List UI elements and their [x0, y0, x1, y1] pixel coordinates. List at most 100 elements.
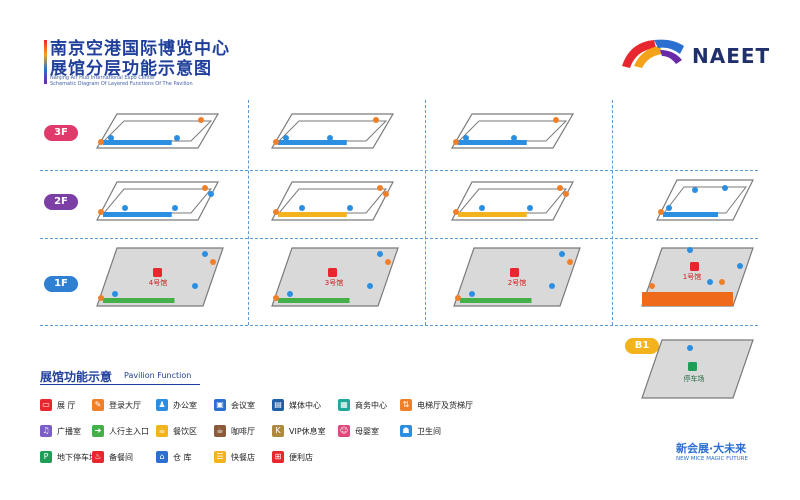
- legend-item-label: 办公室: [173, 400, 197, 410]
- hall-2-floor-3f: [450, 113, 575, 149]
- legend-item-label: VIP休息室: [289, 426, 326, 436]
- facility-marker-icon: [377, 185, 383, 191]
- pantry-icon: ♨: [92, 451, 104, 463]
- facility-marker-icon: [557, 185, 563, 191]
- hall-2-floor-2f: [451, 181, 574, 221]
- legend-item-label: 广播室: [57, 426, 81, 436]
- media-center-icon: ▤: [272, 399, 284, 411]
- page-subtitle-cn: 展馆分层功能示意图: [50, 59, 212, 79]
- facility-marker-icon: [649, 283, 655, 289]
- broadcast-room-icon: ♫: [40, 425, 52, 437]
- facility-marker-icon: [527, 205, 533, 211]
- facility-marker-icon: [377, 251, 383, 257]
- page-subtitle-en-2: Schematic Diagram Of Layered Functions O…: [50, 81, 193, 87]
- title-accent-bar: [44, 40, 47, 84]
- exhibition-hall-icon: [153, 268, 162, 277]
- legend-item: ▤ 媒体中心: [272, 398, 321, 412]
- facility-marker-icon: [453, 139, 459, 145]
- legend-underline: [40, 384, 200, 385]
- restroom-icon: ☗: [400, 425, 412, 437]
- nursing-room-icon: ☺: [338, 425, 350, 437]
- facility-marker-icon: [692, 187, 698, 193]
- facility-marker-icon: [666, 205, 672, 211]
- logo-text: NAEET: [692, 44, 771, 68]
- meeting-room-icon: ▣: [214, 399, 226, 411]
- facility-marker-icon: [563, 191, 569, 197]
- facility-marker-icon: [208, 191, 214, 197]
- warehouse-icon: ⌂: [156, 451, 168, 463]
- grid-divider: [248, 100, 249, 325]
- legend-item: ☕咖啡厅: [214, 424, 255, 438]
- legend-item: ✎登录大厅: [92, 398, 141, 412]
- facility-marker-icon: [192, 283, 198, 289]
- fast-food-icon: ☰: [214, 451, 226, 463]
- facility-marker-icon: [202, 185, 208, 191]
- hall-label-1: 1号馆: [682, 273, 702, 281]
- hall-label-3: 3号馆: [324, 279, 344, 287]
- naeet-logo-icon: [622, 39, 684, 68]
- facility-marker-icon: [198, 117, 204, 123]
- legend-item-label: 卫生间: [417, 426, 441, 436]
- grid-divider: [40, 325, 758, 326]
- hall-4-floor-2f: [96, 181, 219, 221]
- page-subtitle-en-1: Nanjing Air Hub International Expo Cente…: [50, 75, 156, 81]
- floor-tag-1f: 1F: [44, 276, 78, 292]
- facility-marker-icon: [385, 259, 391, 265]
- facility-marker-icon: [108, 135, 114, 141]
- legend-item-label: 地下停车场: [57, 452, 97, 462]
- facility-marker-icon: [112, 291, 118, 297]
- legend-title-en: Pavilion Function: [124, 371, 192, 380]
- slogan-en: NEW MICE MAGIC FUTURE: [676, 456, 748, 462]
- facility-marker-icon: [479, 205, 485, 211]
- facility-marker-icon: [511, 135, 517, 141]
- legend-item-label: 媒体中心: [289, 400, 321, 410]
- facility-marker-icon: [463, 135, 469, 141]
- elevator-icon: ⇅: [400, 399, 412, 411]
- grid-divider: [40, 238, 758, 239]
- exhibition-hall-icon: [690, 262, 699, 271]
- legend-item: ➜人行主入口: [92, 424, 149, 438]
- facility-marker-icon: [719, 279, 725, 285]
- legend-item-label: 母婴室: [355, 426, 379, 436]
- facility-marker-icon: [367, 283, 373, 289]
- legend-item-label: 展 厅: [57, 400, 76, 410]
- registration-hall-icon: ✎: [92, 399, 104, 411]
- facility-marker-icon: [299, 205, 305, 211]
- convenience-store-icon: ⊞: [272, 451, 284, 463]
- legend-item: ☰快餐店: [214, 450, 255, 464]
- facility-marker-icon: [559, 251, 565, 257]
- legend-item: ♟办公室: [156, 398, 197, 412]
- hall-label-4: 4号馆: [148, 279, 168, 287]
- facility-marker-icon: [373, 117, 379, 123]
- hall-4-floor-3f: [95, 113, 220, 149]
- legend-item-label: 餐饮区: [173, 426, 197, 436]
- business-center-icon: ▦: [338, 399, 350, 411]
- facility-marker-icon: [687, 345, 693, 351]
- facility-marker-icon: [172, 205, 178, 211]
- hall-label-parking: 停车场: [683, 375, 705, 383]
- dining-area-icon: ☕: [156, 425, 168, 437]
- grid-divider: [40, 170, 758, 171]
- legend-item: ▦商务中心: [338, 398, 387, 412]
- facility-marker-icon: [453, 209, 459, 215]
- hall-3-floor-3f: [270, 113, 395, 149]
- facility-marker-icon: [98, 295, 104, 301]
- exhibition-hall-icon: ▭: [40, 399, 52, 411]
- hall-3-floor-1f: [271, 247, 399, 307]
- exhibition-hall-icon: [510, 268, 519, 277]
- hall-1-floor-1f: [641, 247, 754, 307]
- hall-3-floor-2f: [271, 181, 394, 221]
- legend-item-label: 会议室: [231, 400, 255, 410]
- facility-marker-icon: [553, 117, 559, 123]
- pedestrian-entrance-icon: ➜: [92, 425, 104, 437]
- legend-item-label: 电梯厅及货梯厅: [417, 400, 473, 410]
- legend-item: ▭ 展 厅: [40, 398, 76, 412]
- facility-marker-icon: [202, 251, 208, 257]
- underground-parking-icon: P: [40, 451, 52, 463]
- grid-divider: [425, 100, 426, 325]
- legend-item-label: 咖啡厅: [231, 426, 255, 436]
- floor-tag-b1: B1: [625, 338, 659, 354]
- facility-marker-icon: [98, 139, 104, 145]
- legend-item: ▣ 会议室: [214, 398, 255, 412]
